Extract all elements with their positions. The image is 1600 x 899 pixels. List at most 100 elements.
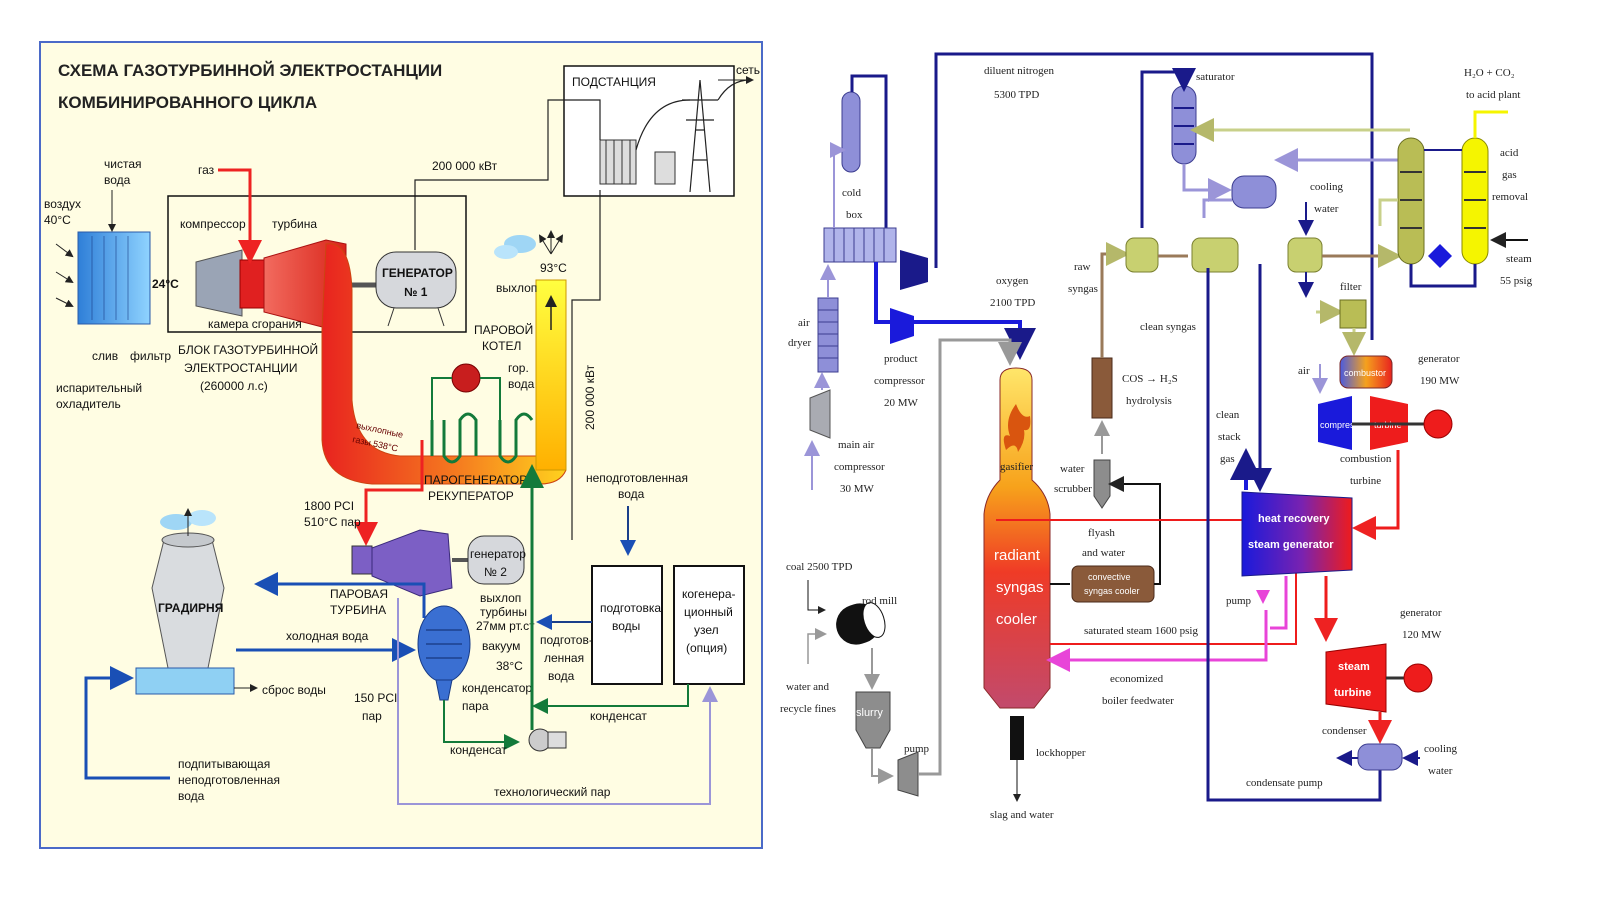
generator2-label-2: № 2 — [484, 565, 507, 579]
turbine-exhaust-label-2: турбины — [480, 605, 527, 619]
grid-label: сеть — [736, 63, 760, 77]
generator1-label-2: № 1 — [404, 285, 428, 299]
steam-55-label-2: 55 psig — [1500, 275, 1533, 287]
flyash-water-label-1: flyash — [1088, 527, 1115, 539]
turbine-exhaust-label-1: выхлоп — [480, 591, 521, 605]
cold-box-exchanger — [823, 227, 897, 263]
makeup-water-label-1: подпитывающая — [178, 757, 270, 771]
generator2-body — [467, 535, 525, 585]
air-arrows — [55, 243, 74, 307]
clean-water-label-1: чистая — [104, 157, 142, 171]
generator-120-label-1: generator — [1400, 607, 1442, 619]
condensate-pump-icon — [528, 728, 567, 752]
combustor-label: combustor — [1344, 368, 1386, 378]
air-label-1: воздух — [44, 197, 81, 211]
diluent-nitrogen-line — [934, 52, 1374, 340]
slurry-to-pump — [871, 748, 894, 784]
steam-line — [354, 440, 424, 546]
cold-box-column — [841, 91, 861, 173]
cold-box-label-2: box — [846, 209, 863, 221]
substation-label: ПОДСТАНЦИЯ — [572, 75, 656, 89]
evaporative-cooler — [77, 231, 151, 325]
combustion-turbine-label-1: combustion — [1340, 453, 1392, 465]
cos-hydrolysis-label-2: hydrolysis — [1126, 395, 1172, 407]
main-air-compressor-label-3: 30 MW — [840, 483, 875, 495]
turbine-exhaust-label-5: 38°С — [496, 659, 523, 673]
product-compressor-label-1: product — [884, 353, 918, 365]
hot-water-label-1: гор. — [508, 361, 529, 375]
acid-plant-label-2: to acid plant — [1466, 89, 1520, 101]
raw-syngas-label-1: raw — [1074, 261, 1091, 273]
condenser — [1357, 743, 1403, 771]
coal-arrow — [807, 580, 826, 614]
raw-syngas-line — [1100, 242, 1130, 358]
air-label-2: 40°С — [44, 213, 71, 227]
steam-150-label-1: 150 PCI — [354, 691, 397, 705]
gasifier-vessel — [983, 367, 1051, 709]
cooling-tower-label: ГРАДИРНЯ — [158, 601, 223, 615]
cos-hydrolysis-bed — [1091, 357, 1113, 419]
product-compressor — [890, 308, 914, 344]
cooling-water2-label-2: water — [1428, 765, 1453, 777]
steam-plume-icon — [160, 508, 216, 536]
water-recycle-label-2: recycle fines — [780, 703, 836, 715]
gt-block-label-2: ЭЛЕКТРОСТАНЦИИ — [184, 361, 298, 375]
cooling-water-label-2: water — [1314, 203, 1339, 215]
diluent-nitrogen-label-1: diluent nitrogen — [984, 65, 1054, 77]
water-scrubber-label-1: water — [1060, 463, 1085, 475]
nitrogen-to-saturator — [1140, 68, 1196, 228]
oxygen-line — [874, 262, 1036, 360]
lockhopper — [1010, 716, 1024, 760]
product-compressor-label-3: 20 MW — [884, 397, 919, 409]
generator2-label-1: генератор — [470, 547, 526, 561]
turbine-exhaust-label-4: вакуум — [482, 639, 520, 653]
steam-condenser-label-1: конденсатор — [462, 681, 532, 695]
cogeneration-label-1: когенера- — [682, 587, 736, 601]
steam-55-label-1: steam — [1506, 253, 1532, 265]
clean-stack-gas-label-2: stack — [1218, 431, 1241, 443]
treated-water-label-2: ленная — [544, 651, 584, 665]
untreated-water-label-1: неподготовленная — [586, 471, 688, 485]
slurry-pump — [897, 751, 919, 797]
water-recycle-arrow — [807, 628, 827, 664]
left-title-line1: СХЕМА ГАЗОТУРБИННОЙ ЭЛЕКТРОСТАНЦИИ — [58, 61, 442, 80]
substation-box — [563, 65, 735, 197]
exhaust-temp-label: 93°С — [540, 261, 567, 275]
filter-label: filter — [1340, 281, 1362, 293]
drain-label: слив — [92, 349, 118, 363]
water-scrubber — [1093, 459, 1111, 509]
steam-turbine-inlet — [351, 545, 373, 575]
steam-1800-label-1: 1800 PCI — [304, 499, 354, 513]
turbine-exhaust-label-3: 27мм рт.ст — [476, 619, 535, 633]
steam-condenser-label-2: пара — [462, 699, 489, 713]
ct-compressor — [1318, 396, 1352, 450]
left-panel: СХЕМА ГАЗОТУРБИННОЙ ЭЛЕКТРОСТАНЦИИ КОМБИ… — [39, 41, 763, 849]
condensate-label-1: конденсат — [450, 743, 507, 757]
air-dryer-label-2: dryer — [788, 337, 812, 349]
oxygen-label-2: 2100 TPD — [990, 297, 1035, 309]
saturated-steam-line — [996, 519, 1297, 645]
steam-boiler-pipe — [431, 377, 452, 420]
hrsg-box — [1241, 491, 1353, 577]
steam-1800-label-2: 510°С пар — [304, 515, 361, 529]
raw-syngas-label-2: syngas — [1068, 283, 1098, 295]
economized-bfw-line — [1046, 610, 1268, 672]
water-treatment-label-2: воды — [612, 619, 640, 633]
acid-gas-removal-label-1: acid — [1500, 147, 1519, 159]
saturator-label: saturator — [1196, 71, 1235, 83]
slurry-feed-line — [918, 338, 1022, 776]
generator-120 — [1403, 663, 1433, 693]
economized-bfw-label-1: economized — [1110, 673, 1164, 685]
transformer-icon — [599, 139, 676, 185]
slag-water-label: slag and water — [990, 809, 1054, 821]
makeup-water-label-3: вода — [178, 789, 205, 803]
syngas-filter — [1339, 299, 1367, 329]
rod-mill-icon — [836, 602, 886, 645]
exhaust-plume-icon — [494, 230, 564, 259]
syngas-exchanger-2 — [1191, 237, 1239, 273]
combustion-chamber — [239, 259, 265, 309]
oxygen-label-1: oxygen — [996, 275, 1029, 287]
slurry-label: slurry — [856, 707, 883, 719]
hrsg-pump — [1256, 590, 1270, 604]
steam-boiler-label-1: ПАРОВОЙ — [474, 322, 533, 337]
